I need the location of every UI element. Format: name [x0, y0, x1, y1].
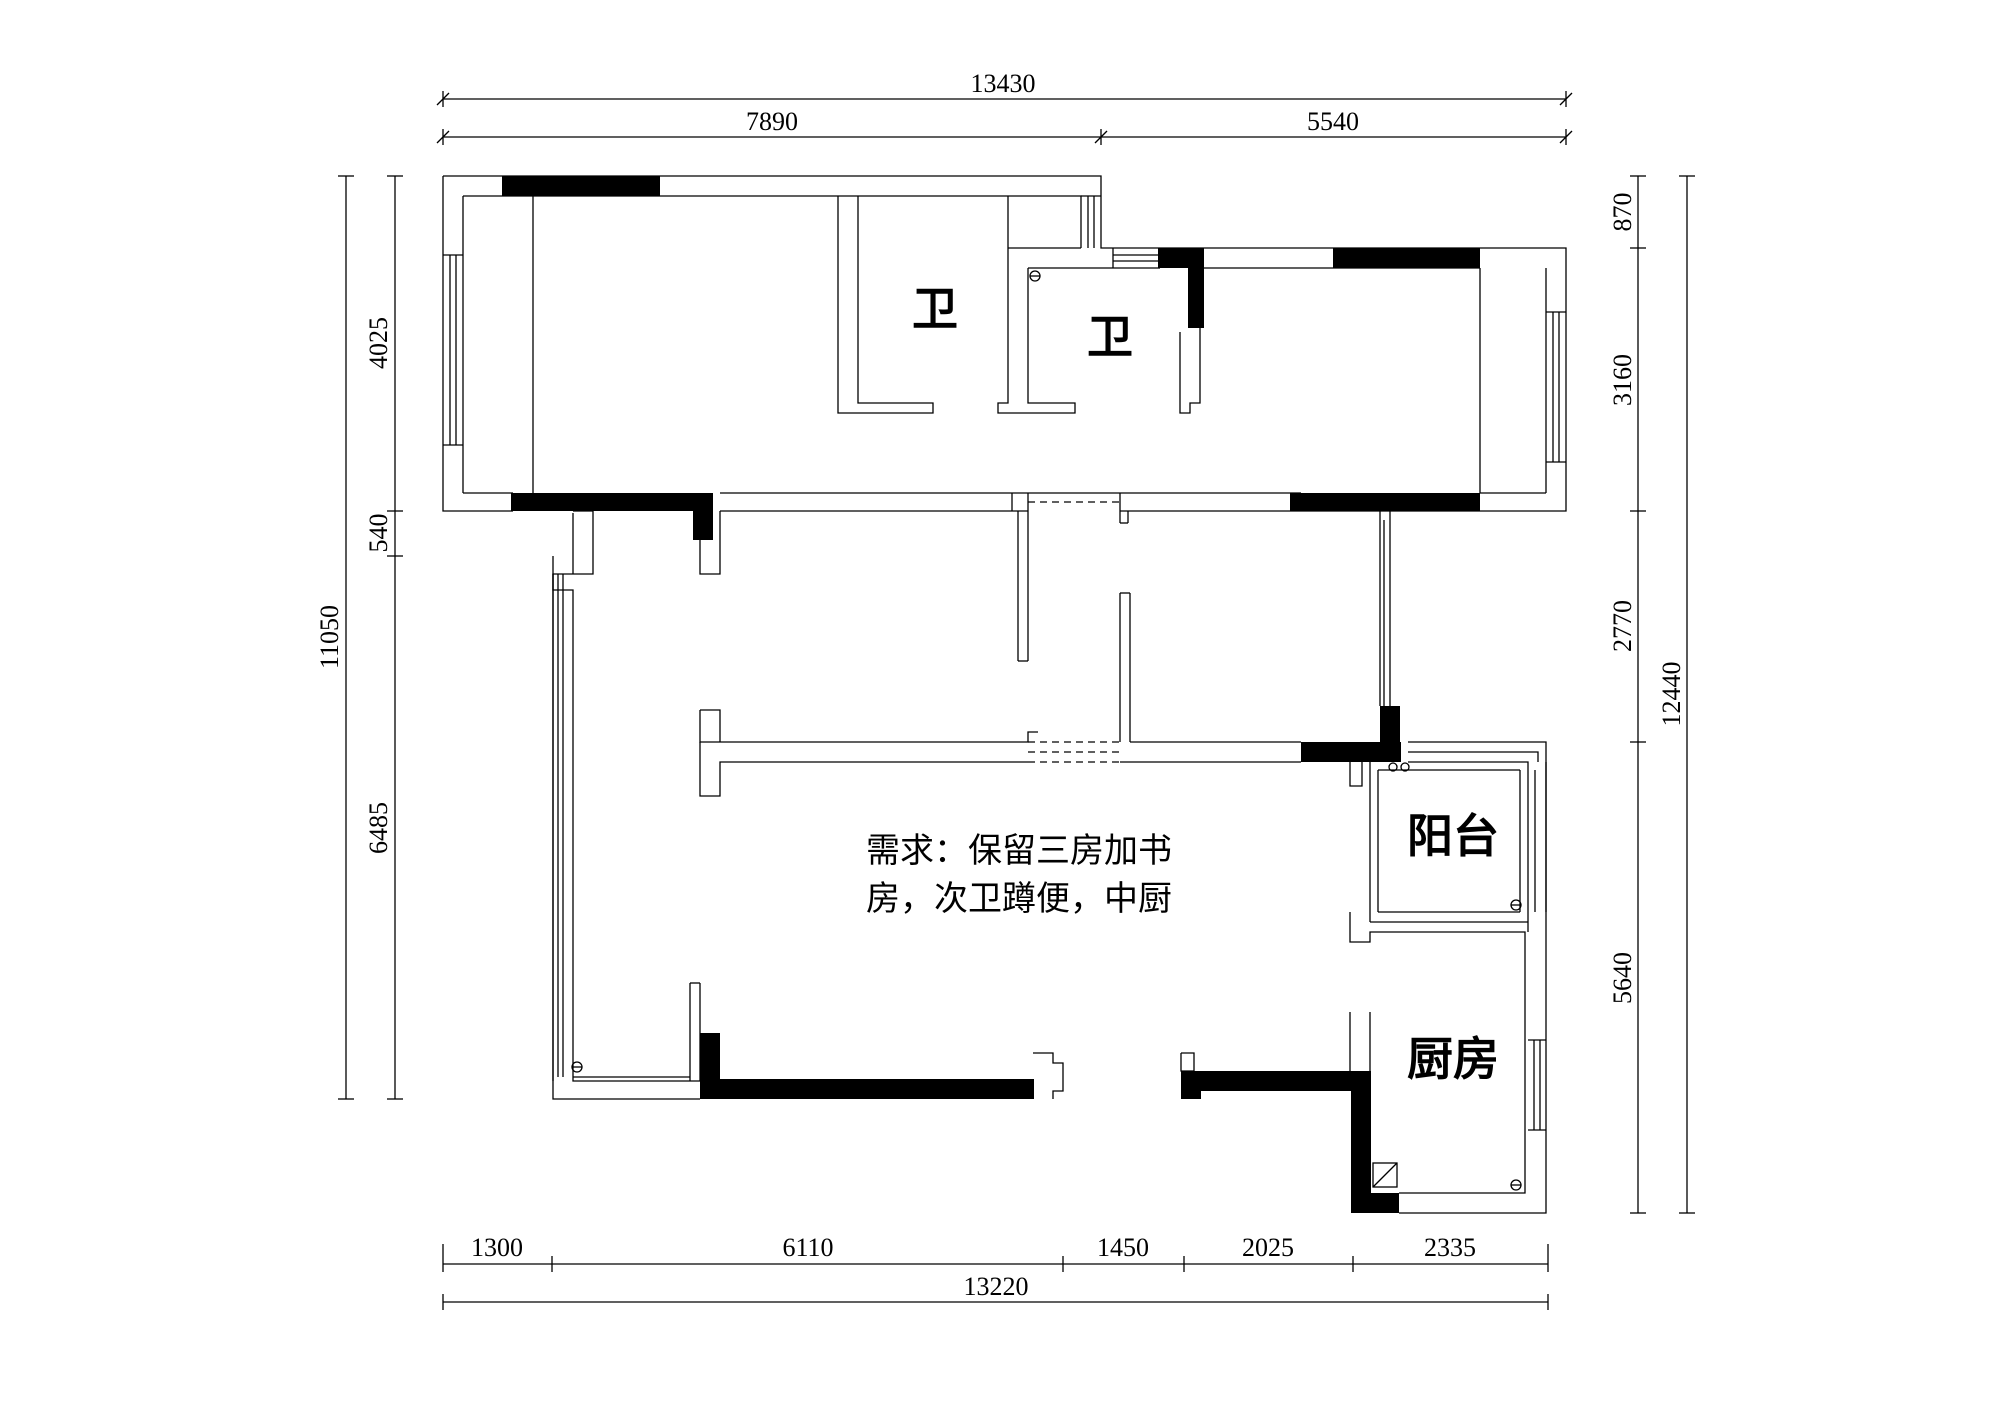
drain-symbols: [571, 270, 1522, 1191]
requirement-note-line-2: 房，次卫蹲便，中厨: [866, 879, 1172, 919]
requirement-note-line-1: 需求：保留三房加书: [866, 831, 1172, 871]
dim-left-lower: 6485: [364, 802, 393, 854]
dim-right-total: 12440: [1657, 662, 1686, 727]
windows: [443, 195, 1566, 1131]
dim-bottom-total: 13220: [964, 1272, 1029, 1301]
room-label-kitchen: 厨房: [1407, 1032, 1499, 1086]
dim-right-1: 870: [1608, 193, 1637, 232]
dim-left-upper: 4025: [364, 317, 393, 369]
dim-left-total: 11050: [315, 605, 344, 669]
dim-right-3: 2770: [1608, 600, 1637, 652]
dim-right-2: 3160: [1608, 354, 1637, 406]
dim-bottom-5: 2335: [1424, 1233, 1476, 1262]
room-label-bathroom-1: 卫: [912, 282, 958, 336]
dim-left-middle: 540: [364, 514, 393, 553]
dim-bottom-2: 6110: [782, 1233, 833, 1262]
solid-wall-segments: [502, 176, 1480, 1213]
dim-bottom-1: 1300: [471, 1233, 523, 1262]
dim-top-total: 13430: [971, 69, 1036, 98]
walls: [442, 175, 1567, 1214]
dim-bottom-3: 1450: [1097, 1233, 1149, 1262]
dim-top-left: 7890: [746, 107, 798, 136]
dim-bottom-4: 2025: [1242, 1233, 1294, 1262]
dim-top-right: 5540: [1307, 107, 1359, 136]
dimension-lines: [338, 91, 1695, 1310]
dim-right-4: 5640: [1608, 952, 1637, 1004]
room-label-balcony: 阳台: [1407, 809, 1499, 863]
room-label-bathroom-2: 卫: [1087, 310, 1133, 364]
